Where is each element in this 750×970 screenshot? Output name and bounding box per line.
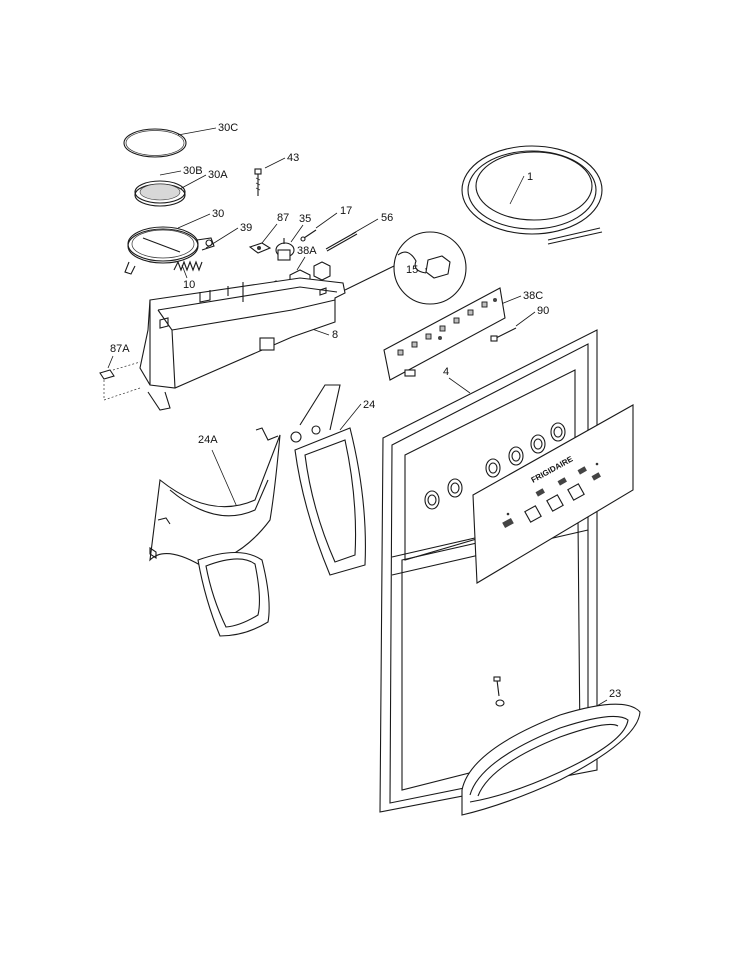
- detail-circle-15: [344, 231, 467, 305]
- lens-cap-30b: [134, 180, 186, 207]
- paddle-24: [290, 384, 366, 576]
- dispenser-housing-8: [139, 277, 346, 411]
- callout-39: 39: [240, 222, 252, 234]
- callout-24: 24: [363, 399, 375, 411]
- callout-labels: 30C 43 30B 30A 30 87 35 17 56 39 38A 10 …: [110, 122, 621, 700]
- screw-90: [490, 327, 517, 342]
- callout-23: 23: [609, 688, 621, 700]
- callout-30A: 30A: [208, 169, 228, 181]
- circuit-board-38c: [383, 287, 506, 381]
- callout-10: 10: [183, 279, 195, 291]
- coil-tube-1: [461, 145, 603, 245]
- ring-seal-30c: [123, 128, 187, 158]
- callout-38C: 38C: [523, 290, 543, 302]
- callout-38A: 38A: [297, 245, 317, 257]
- pin-17: [300, 229, 317, 242]
- callout-8: 8: [332, 329, 338, 341]
- spring-39: [173, 260, 203, 272]
- bracket-87: [248, 242, 272, 254]
- callout-35: 35: [299, 213, 311, 225]
- switch-35: [275, 238, 295, 261]
- callout-30C: 30C: [218, 122, 238, 134]
- rod-56: [325, 231, 358, 252]
- overlay-icons: [502, 462, 601, 529]
- drip-tray-23: [461, 703, 641, 816]
- callout-4: 4: [443, 366, 449, 378]
- panel-buttons: [424, 422, 566, 510]
- callout-30B: 30B: [183, 165, 203, 177]
- screw-82: [493, 676, 505, 707]
- housing-ring-30: [124, 226, 215, 275]
- screw-43: [254, 168, 262, 196]
- clip-87a: [99, 361, 141, 401]
- callout-90: 90: [537, 305, 549, 317]
- callout-56: 56: [381, 212, 393, 224]
- callout-87A: 87A: [110, 343, 130, 355]
- callout-30: 30: [212, 208, 224, 220]
- paddle-24a: [149, 427, 281, 637]
- callout-87: 87: [277, 212, 289, 224]
- callout-15: 15: [406, 264, 418, 276]
- board-components: [397, 298, 497, 356]
- callout-43: 43: [287, 152, 299, 164]
- callout-24A: 24A: [198, 434, 218, 446]
- callout-17: 17: [340, 205, 352, 217]
- overlay-panel-14: FRIGIDAIRE: [472, 404, 634, 584]
- callout-1: 1: [527, 171, 533, 183]
